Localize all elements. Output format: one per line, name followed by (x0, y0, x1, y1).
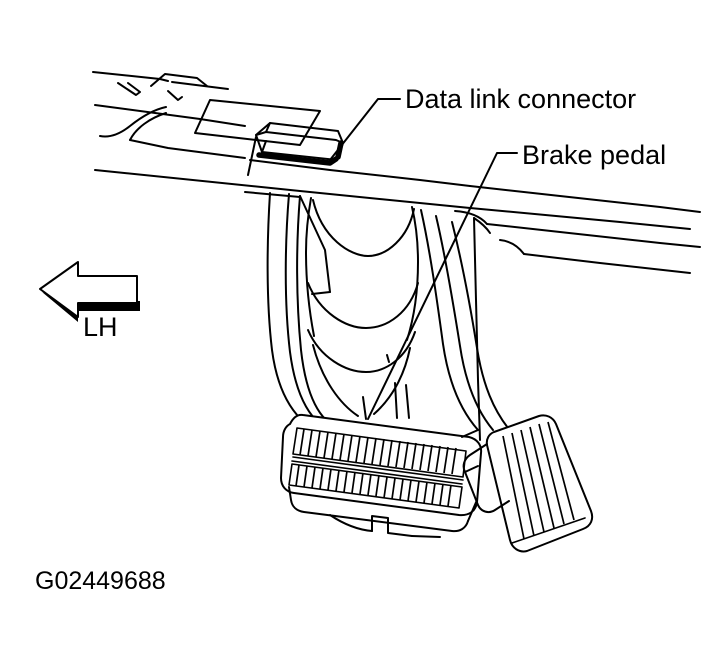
leader-data-link-connector (329, 98, 401, 161)
pedal-tread-ribs-lower (295, 464, 452, 507)
label-brake-pedal: Brake pedal (522, 140, 666, 170)
accelerator-tread-ribs (502, 421, 575, 540)
leader-brake-pedal (367, 152, 518, 420)
pedal-tread-ribs-upper (299, 428, 457, 475)
steering-column-boot (305, 197, 419, 417)
data-link-connector-body (247, 122, 344, 176)
label-data-link-connector: Data link connector (405, 84, 636, 114)
accelerator-pedal (461, 414, 594, 553)
instrument-panel-group (92, 71, 701, 274)
lh-arrow-label: LH (83, 312, 118, 342)
callout-leaders (329, 98, 518, 420)
figure-caption: G02449688 (35, 567, 166, 595)
brake-pedal-pad (280, 413, 483, 538)
lh-arrow (39, 261, 140, 322)
pedal-support-structure (266, 192, 509, 441)
